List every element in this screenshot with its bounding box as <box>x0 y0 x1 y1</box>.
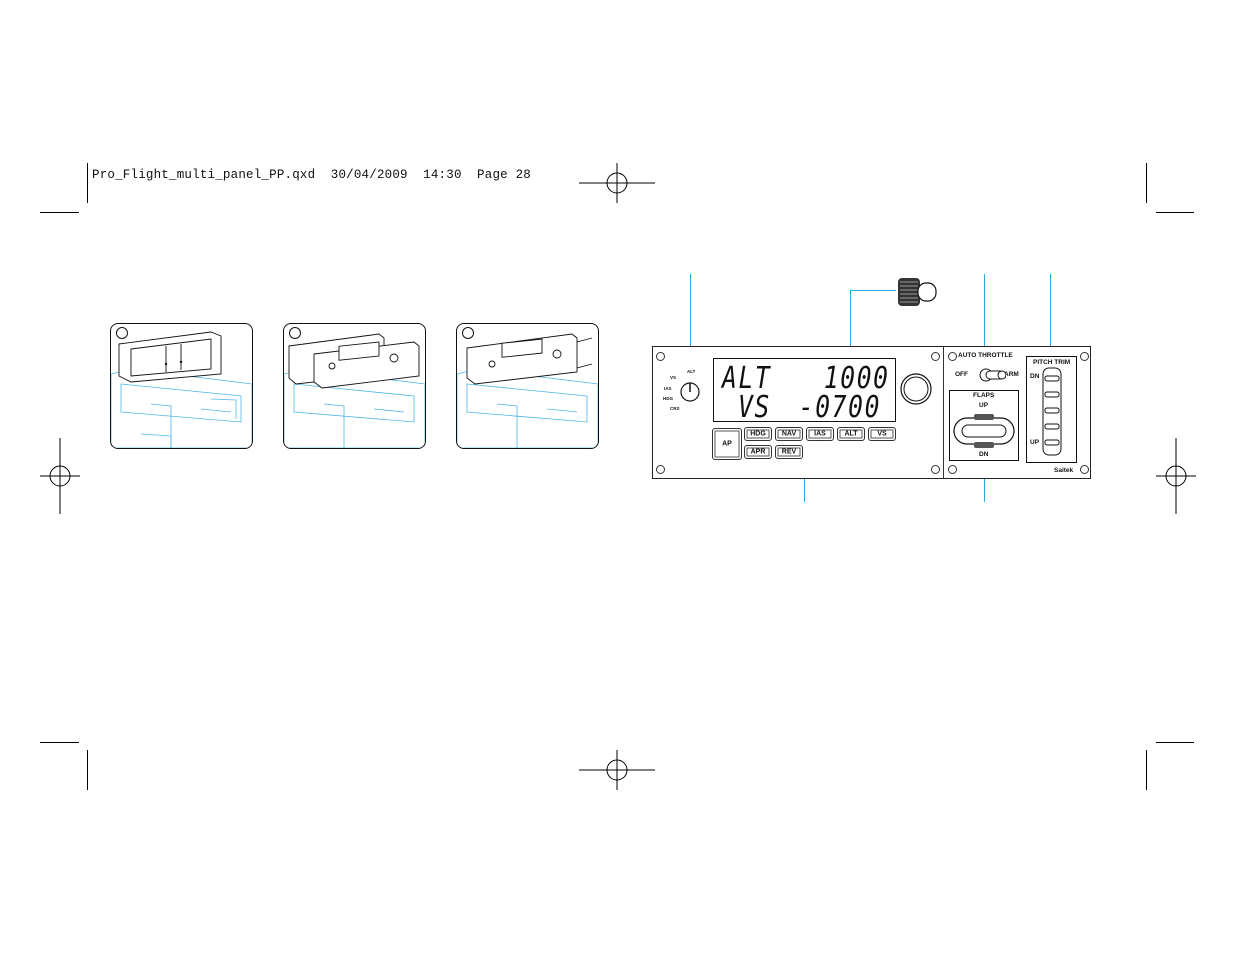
mode-label-ias: IAS <box>664 386 672 391</box>
auto-throttle-off-label: OFF <box>955 371 968 378</box>
flaps-lever[interactable] <box>952 414 1016 448</box>
install-step-3-illustration <box>456 323 599 449</box>
mode-label-hdg: HDG <box>663 396 673 401</box>
ap-button[interactable]: AP <box>712 428 742 460</box>
pitch-trim-title: PITCH TRIM <box>1033 359 1071 366</box>
flaps-frame <box>949 390 1019 461</box>
flaps-dn-label: DN <box>979 451 989 458</box>
auto-throttle-arm-label: ARM <box>1004 371 1019 378</box>
lcd-display: ALT 1000 VS -0700 <box>713 358 896 425</box>
registration-mark-bottom <box>579 750 655 790</box>
mode-label-alt: ALT <box>687 369 696 374</box>
tuning-knob-icon[interactable] <box>898 371 934 407</box>
rotary-encoder-knob-illustration <box>898 278 937 306</box>
panel-screw <box>948 465 957 474</box>
lcd-line2-label: VS <box>738 390 771 425</box>
panel-screw <box>948 352 957 361</box>
ias-button[interactable]: IAS <box>806 427 834 441</box>
lcd-row-1: ALT 1000 <box>722 361 888 396</box>
panel-mount-illustration-1 <box>111 331 252 448</box>
step-number-badge <box>289 327 301 339</box>
pitch-trim-dn-label: DN <box>1030 373 1040 380</box>
pitch-trim-wheel[interactable] <box>1041 367 1063 457</box>
install-step-1-illustration <box>110 323 253 449</box>
mode-label-crs: CRS <box>670 406 680 411</box>
step-number-badge <box>462 327 474 339</box>
auto-throttle-toggle-switch[interactable] <box>972 364 1006 386</box>
panel-screw <box>656 352 665 361</box>
mode-selector-knob-icon[interactable] <box>678 380 702 404</box>
brand-logo: Saitek <box>1054 467 1074 474</box>
hdg-button[interactable]: HDG <box>744 427 772 441</box>
panel-screw <box>1080 465 1089 474</box>
install-step-2-illustration <box>283 323 426 449</box>
panel-screw <box>1080 352 1089 361</box>
panel-divider <box>943 347 944 478</box>
step-number-badge <box>116 327 128 339</box>
flaps-up-label: UP <box>979 402 989 409</box>
nav-button[interactable]: NAV <box>775 427 803 441</box>
slug-line: Pro_Flight_multi_panel_PP.qxd 30/04/2009… <box>92 168 531 182</box>
rev-button[interactable]: REV <box>775 445 803 459</box>
registration-mark-right <box>1156 438 1196 514</box>
auto-throttle-title: AUTO THROTTLE <box>958 352 1013 359</box>
panel-mount-illustration-3 <box>457 333 598 448</box>
pitch-trim-frame <box>1026 356 1077 463</box>
lcd-line1-value: 1000 <box>823 361 890 396</box>
pitch-trim-up-label: UP <box>1030 439 1040 446</box>
panel-screw <box>931 465 940 474</box>
flaps-title: FLAPS <box>973 392 995 399</box>
registration-mark-top <box>579 163 655 203</box>
panel-screw <box>656 465 665 474</box>
panel-screw <box>931 352 940 361</box>
mode-label-vs: VS <box>670 375 677 380</box>
vs-button[interactable]: VS <box>868 427 896 441</box>
panel-mount-illustration-2 <box>284 333 425 448</box>
lcd-line1-label: ALT <box>722 361 772 396</box>
registration-mark-left <box>40 438 80 514</box>
lcd-row-2: VS -0700 <box>738 390 879 425</box>
apr-button[interactable]: APR <box>744 445 772 459</box>
alt-button[interactable]: ALT <box>837 427 865 441</box>
lcd-line2-value: -0700 <box>798 390 882 425</box>
